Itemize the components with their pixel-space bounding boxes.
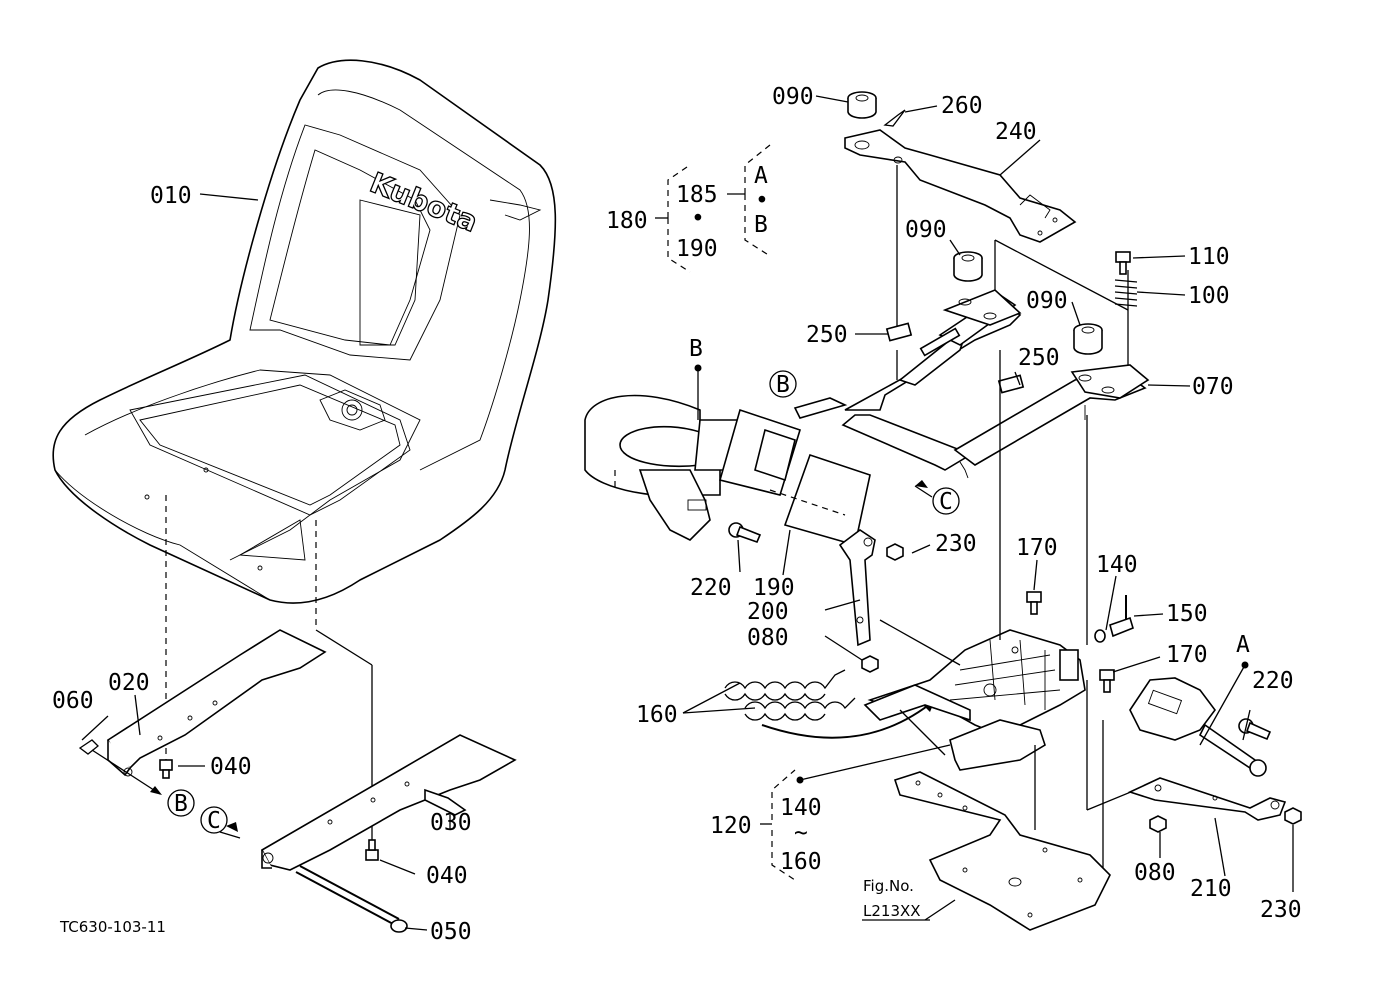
nut-icon bbox=[861, 655, 879, 673]
callout-190: 190 bbox=[753, 575, 795, 601]
callout-060: 060 bbox=[52, 688, 94, 714]
leader-lines bbox=[81, 95, 1294, 931]
callout-090: 090 bbox=[1026, 288, 1068, 314]
marker-B: B bbox=[754, 212, 768, 238]
base-plate-icon bbox=[893, 771, 1111, 931]
callout-250: 250 bbox=[806, 322, 848, 348]
group-dot: • bbox=[691, 206, 705, 232]
callout-170: 170 bbox=[1166, 642, 1208, 668]
callout-050: 050 bbox=[430, 919, 472, 945]
nut-icon bbox=[1284, 807, 1302, 825]
callout-140: 140 bbox=[780, 795, 822, 821]
spring-icon bbox=[1114, 279, 1138, 307]
drawing-id: TC630-103-11 bbox=[59, 918, 166, 936]
figure-number: L213XX bbox=[863, 902, 921, 920]
callout-020: 020 bbox=[108, 670, 150, 696]
callout-080: 080 bbox=[1134, 860, 1176, 886]
suspension-icon bbox=[863, 629, 1086, 771]
bracket-icon bbox=[844, 129, 1077, 243]
bolt-icon bbox=[1026, 591, 1042, 615]
callout-220: 220 bbox=[1252, 668, 1294, 694]
callout-210: 210 bbox=[1190, 876, 1232, 902]
marker-A: A bbox=[754, 163, 768, 189]
callout-110: 110 bbox=[1188, 244, 1230, 270]
roller-icon bbox=[1073, 323, 1103, 355]
callout-200: 200 bbox=[747, 599, 789, 625]
bracket-icon bbox=[1127, 777, 1287, 821]
rod-icon bbox=[295, 865, 408, 933]
callout-260: 260 bbox=[941, 93, 983, 119]
seat-rail-icon bbox=[106, 629, 327, 777]
marker-circle-C bbox=[932, 487, 960, 515]
callout-150: 150 bbox=[1166, 601, 1208, 627]
marker-B-circle: B bbox=[174, 791, 188, 817]
marker-A: A bbox=[1236, 632, 1250, 658]
spring-icon bbox=[724, 669, 856, 721]
bolt-icon bbox=[365, 839, 379, 861]
callout-190: 190 bbox=[676, 236, 718, 262]
callout-220: 220 bbox=[690, 575, 732, 601]
nut-icon bbox=[886, 543, 904, 561]
range-tilde: ~ bbox=[794, 820, 808, 846]
callout-080: 080 bbox=[747, 625, 789, 651]
bolt-icon bbox=[1099, 669, 1115, 693]
marker-B: B bbox=[689, 336, 703, 362]
marker-B-circle: B bbox=[776, 372, 790, 398]
callout-160: 160 bbox=[636, 702, 678, 728]
callout-185: 185 bbox=[676, 182, 718, 208]
slide-rail-icon bbox=[841, 289, 1150, 479]
callout-100: 100 bbox=[1188, 283, 1230, 309]
bolt-icon bbox=[728, 522, 762, 544]
marker-circle-C bbox=[200, 806, 228, 834]
roller-icon bbox=[847, 91, 877, 119]
pin-icon bbox=[78, 739, 99, 755]
callout-labels: 010 020 060 040 030 040 050 090 260 240 … bbox=[52, 84, 1302, 945]
callout-010: 010 bbox=[150, 183, 192, 209]
callout-170: 170 bbox=[1016, 535, 1058, 561]
bracket-icon bbox=[838, 529, 876, 647]
callout-240: 240 bbox=[995, 119, 1037, 145]
bolt-icon bbox=[159, 759, 173, 779]
callout-250: 250 bbox=[1018, 345, 1060, 371]
callout-070: 070 bbox=[1192, 374, 1234, 400]
buckle-icon bbox=[1129, 677, 1267, 777]
pad-icon bbox=[885, 322, 913, 342]
marker-circle-B bbox=[167, 789, 195, 817]
callout-040: 040 bbox=[210, 754, 252, 780]
seat-belt-icon bbox=[584, 394, 871, 547]
callout-230: 230 bbox=[935, 531, 977, 557]
marker-circle-B bbox=[769, 370, 797, 398]
group-dot: • bbox=[755, 188, 769, 214]
callout-140: 140 bbox=[1096, 552, 1138, 578]
callout-180: 180 bbox=[606, 208, 648, 234]
arrow-icon bbox=[761, 699, 936, 739]
callout-040: 040 bbox=[426, 863, 468, 889]
bolt-icon bbox=[1115, 251, 1131, 275]
callout-090: 090 bbox=[905, 217, 947, 243]
callout-120: 120 bbox=[710, 813, 752, 839]
seat-icon: Kubota bbox=[52, 59, 557, 604]
marker-C-circle: C bbox=[207, 808, 221, 834]
pin-icon bbox=[1109, 595, 1134, 638]
roller-icon bbox=[953, 251, 983, 282]
nut-icon bbox=[1149, 815, 1167, 833]
callout-230: 230 bbox=[1260, 897, 1302, 923]
washer-icon bbox=[1094, 629, 1106, 643]
callout-030: 030 bbox=[430, 810, 472, 836]
callout-090: 090 bbox=[772, 84, 814, 110]
seat-rail-icon bbox=[260, 734, 517, 871]
group-bracket bbox=[667, 164, 691, 218]
marker-C-circle: C bbox=[939, 489, 953, 515]
figure-label: Fig.No. bbox=[863, 877, 914, 895]
callout-160: 160 bbox=[780, 849, 822, 875]
